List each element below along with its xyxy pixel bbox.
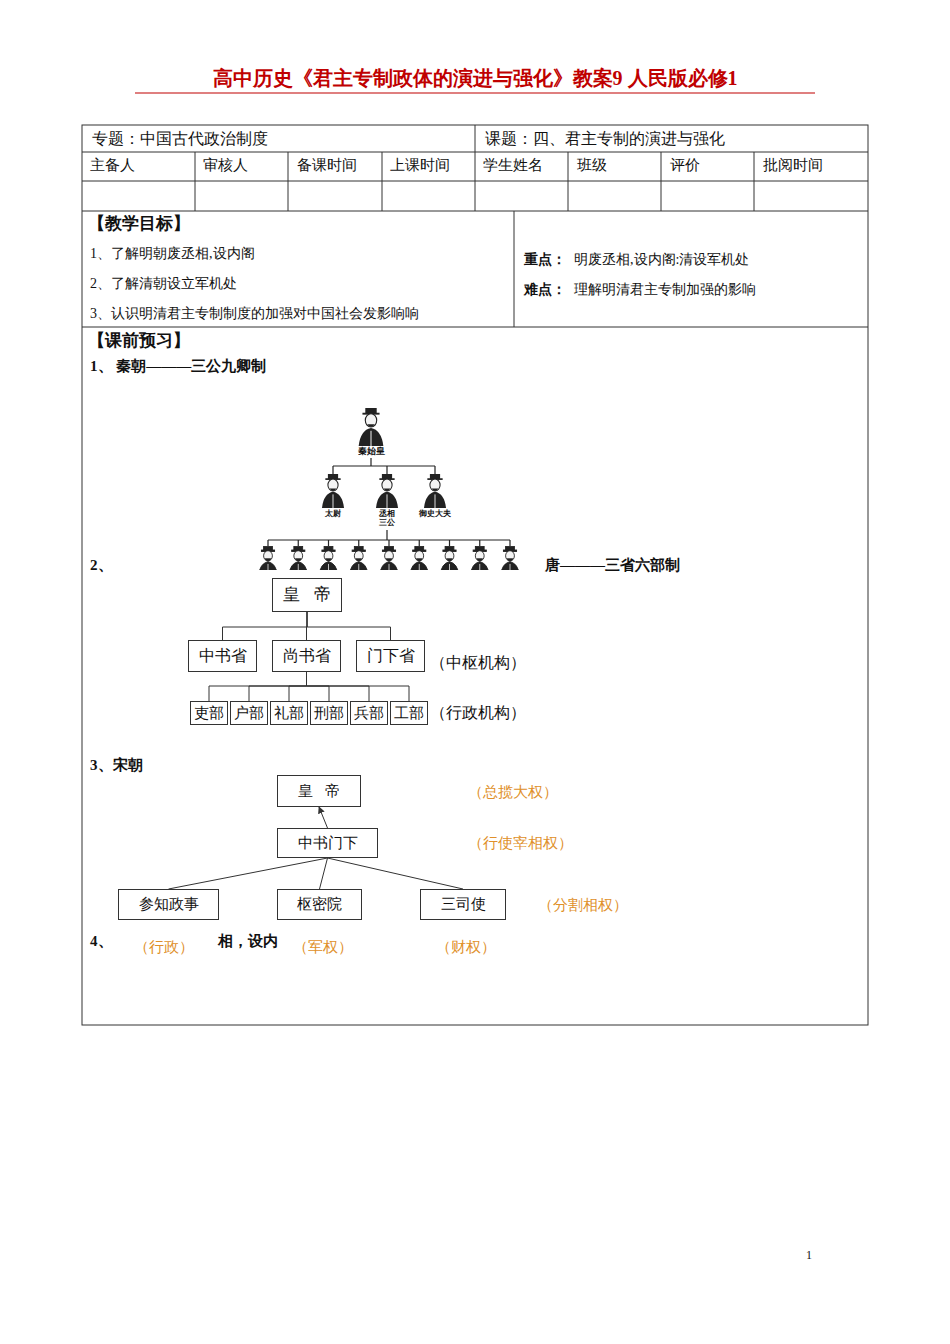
item-number: 4、 <box>90 932 113 950</box>
box-text: 中书门下 <box>298 835 358 852</box>
org-box: 枢密院 <box>277 889 362 920</box>
org-connector <box>289 672 307 701</box>
org-box: 工部 <box>390 701 428 725</box>
box-text: 工部 <box>394 705 424 722</box>
table-cell: 班级 <box>577 156 607 174</box>
table-cell: 主备人 <box>90 156 135 174</box>
org-connector <box>328 858 464 889</box>
box-text: 三司使 <box>441 896 486 913</box>
section-heading: 【课前预习】 <box>88 331 190 351</box>
org-box: 刑部 <box>310 701 348 725</box>
org-box: 三司使 <box>420 889 506 920</box>
org-box: 门下省 <box>356 640 425 672</box>
tier-note: （行政机构） <box>430 703 526 722</box>
key-point-label: 重点： <box>524 252 566 269</box>
org-box: 皇 帝 <box>277 775 361 807</box>
figure-label: 太尉 <box>313 509 353 519</box>
tier-note: （中枢机构） <box>430 653 526 672</box>
item-number: 2、 <box>90 556 113 574</box>
role-note: （财权） <box>436 938 496 956</box>
role-note: （总揽大权） <box>468 783 558 801</box>
org-connector <box>223 612 308 640</box>
table-cell: 批阅时间 <box>763 156 823 174</box>
key-point-text: 理解明清君主专制加强的影响 <box>574 282 756 299</box>
qin-illustration <box>258 408 519 576</box>
table-cell: 审核人 <box>203 156 248 174</box>
key-point-text: 明废丞相,设内阁:清设军机处 <box>574 252 749 269</box>
org-connector <box>307 672 410 701</box>
box-text: 门下省 <box>367 647 415 665</box>
figure-label: 三公 <box>367 518 407 528</box>
box-text: 皇 帝 <box>283 586 331 605</box>
role-note: （军权） <box>293 938 353 956</box>
item-heading: 唐———三省六部制 <box>545 556 680 574</box>
section-heading: 【教学目标】 <box>88 214 190 234</box>
role-note: （分割相权） <box>538 896 628 914</box>
org-connector <box>319 807 328 828</box>
org-box: 兵部 <box>350 701 388 725</box>
table-cell: 备课时间 <box>297 156 357 174</box>
box-text: 尚书省 <box>283 647 331 665</box>
box-text: 兵部 <box>354 705 384 722</box>
table-cell: 课题：四、君主专制的演进与强化 <box>485 129 725 148</box>
key-point-label: 难点： <box>524 282 566 299</box>
table-grid <box>82 125 868 1025</box>
item-heading: 3、宋朝 <box>90 756 143 774</box>
item-heading: 1、 秦朝———三公九卿制 <box>90 357 266 375</box>
org-connector <box>320 858 328 889</box>
org-box: 尚书省 <box>272 640 341 672</box>
box-text: 刑部 <box>314 705 344 722</box>
page-title: 高中历史《君主专制政体的演进与强化》教案9 人民版必修1 <box>0 66 950 90</box>
org-box: 吏部 <box>190 701 228 725</box>
box-text: 中书省 <box>199 647 247 665</box>
figure-label: 丞相 <box>367 509 407 519</box>
org-box: 参知政事 <box>118 889 219 920</box>
box-text: 参知政事 <box>139 896 199 913</box>
box-text: 礼部 <box>274 705 304 722</box>
box-text: 吏部 <box>194 705 224 722</box>
title-underline <box>135 92 815 93</box>
table-cell: 专题：中国古代政治制度 <box>92 129 268 148</box>
table-cell: 学生姓名 <box>483 156 543 174</box>
org-connector <box>209 672 307 701</box>
org-box: 中书门下 <box>277 828 378 858</box>
item-heading: 相，设内 <box>218 932 278 950</box>
objective-line: 2、了解清朝设立军机处 <box>90 276 237 293</box>
page-number: 1 <box>806 1248 812 1262</box>
objective-line: 1、了解明朝废丞相,设内阁 <box>90 246 255 263</box>
table-cell: 评价 <box>670 156 700 174</box>
figure-label: 御史大夫 <box>405 509 465 519</box>
role-note: （行使宰相权） <box>468 834 573 852</box>
org-box: 礼部 <box>270 701 308 725</box>
org-connector <box>307 612 391 640</box>
box-text: 户部 <box>234 705 264 722</box>
box-text: 枢密院 <box>297 896 342 913</box>
objective-line: 3、认识明清君主专制制度的加强对中国社会发影响响 <box>90 306 419 323</box>
figure-label: 秦始皇 <box>341 446 401 457</box>
org-box: 中书省 <box>188 640 257 672</box>
org-connector <box>249 672 307 701</box>
org-connector <box>169 858 328 889</box>
org-box: 皇 帝 <box>272 578 342 612</box>
org-box: 户部 <box>230 701 268 725</box>
table-cell: 上课时间 <box>390 156 450 174</box>
box-text: 皇 帝 <box>298 783 341 800</box>
role-note: （行政） <box>134 938 194 956</box>
